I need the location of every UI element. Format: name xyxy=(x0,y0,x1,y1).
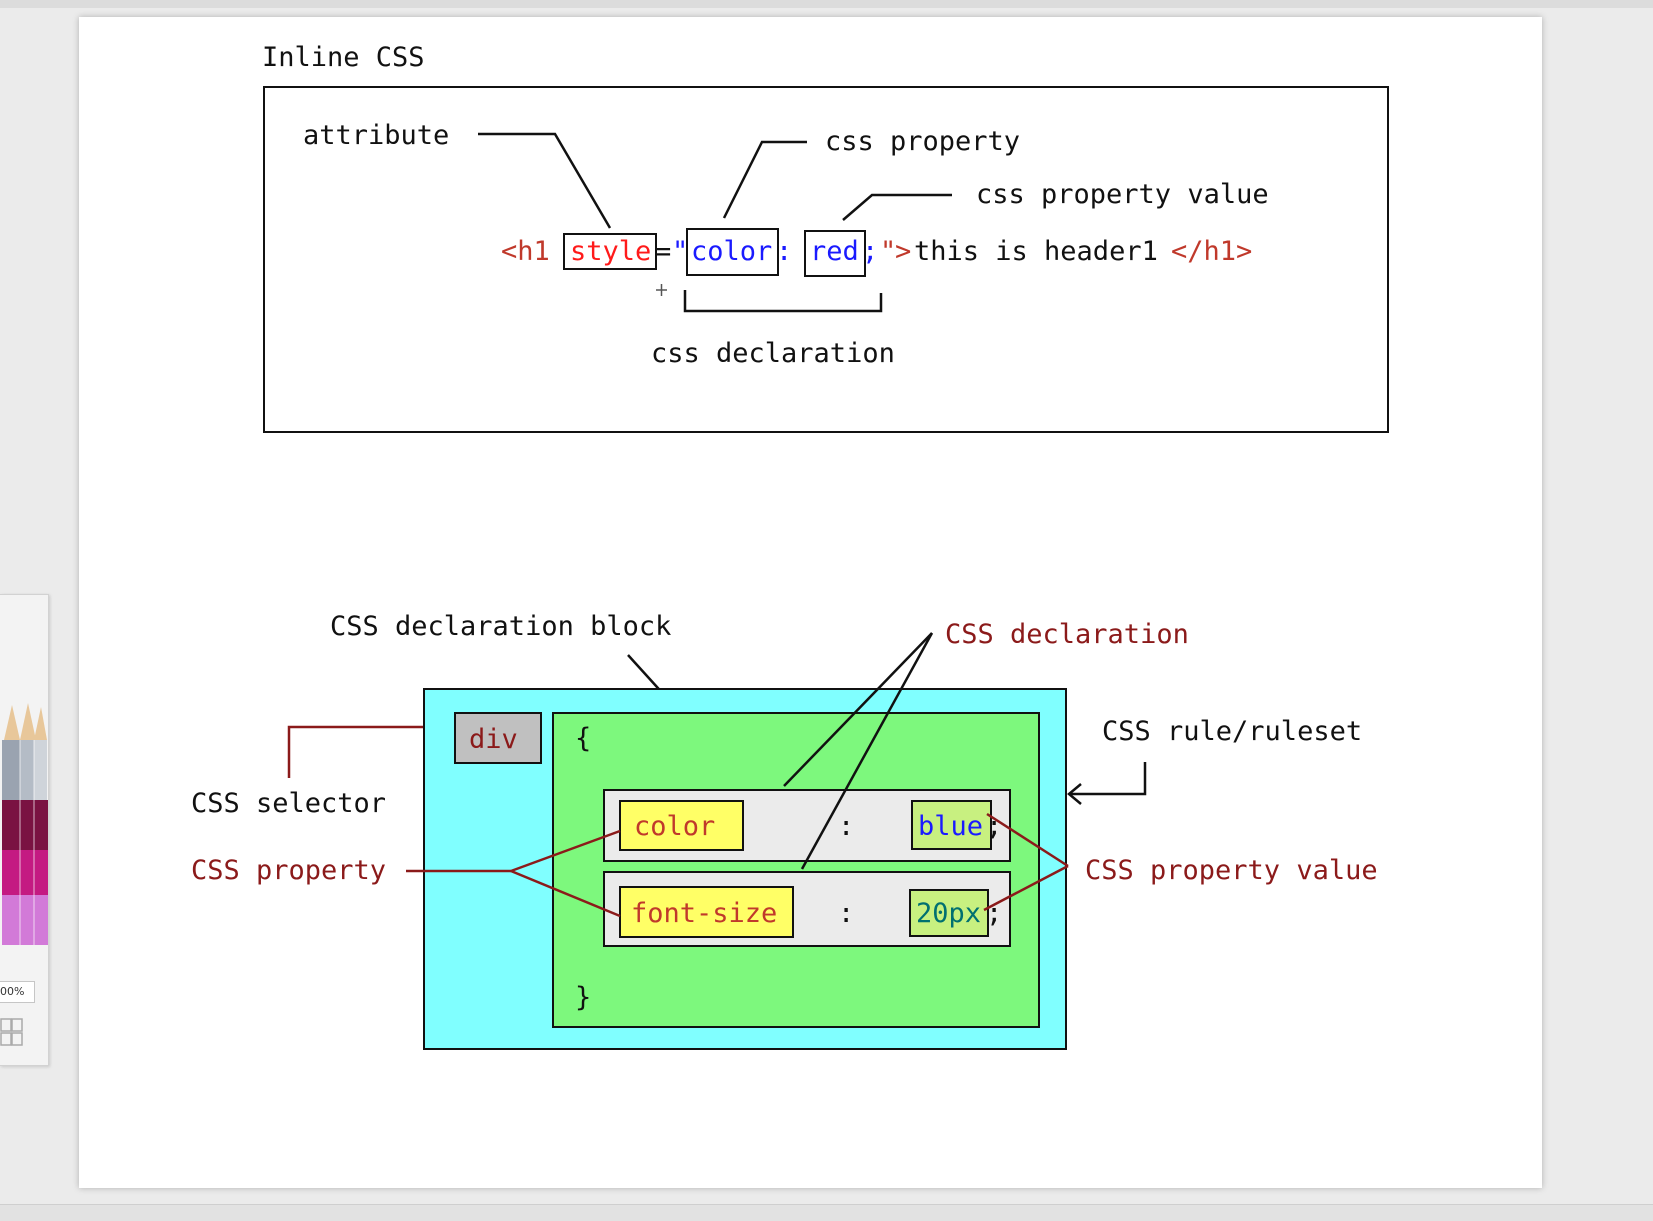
code-close-quote: " xyxy=(880,236,896,267)
label-css-declaration: CSS declaration xyxy=(945,619,1189,650)
property-text-2: font-size xyxy=(631,898,777,929)
code-quote: " xyxy=(672,236,688,267)
colon-text-1: : xyxy=(838,811,854,842)
css-property-value-pointer xyxy=(842,193,952,221)
property-pointer-1 xyxy=(510,829,621,873)
selector-pointer xyxy=(287,725,452,778)
value-text-1: blue xyxy=(918,811,983,842)
selector-box xyxy=(454,712,542,764)
declaration-block-box xyxy=(552,712,1040,1028)
declaration-pointer-1 xyxy=(783,632,933,787)
declaration-bracket xyxy=(683,290,883,313)
property-box-1 xyxy=(619,800,744,851)
code-open-tag: <h1 xyxy=(501,236,566,267)
label-css-property-value-rule: CSS property value xyxy=(1085,855,1378,886)
label-attribute: attribute xyxy=(303,120,449,151)
label-css-property-value: css property value xyxy=(976,179,1269,210)
prop-highlight-box xyxy=(686,228,779,276)
attr-highlight-box xyxy=(563,233,657,270)
crosshair-cursor-icon xyxy=(656,284,667,296)
code-equals: = xyxy=(655,236,671,267)
label-declaration-block: CSS declaration block xyxy=(330,611,671,642)
code-value: red xyxy=(810,236,859,267)
inline-css-title: Inline CSS xyxy=(262,42,425,73)
code-prop: color xyxy=(691,236,772,267)
attribute-pointer xyxy=(478,132,612,229)
close-brace: } xyxy=(575,982,591,1013)
label-css-rule: CSS rule/ruleset xyxy=(1102,716,1362,747)
inline-code-line: <h1 style="color:red;">this is header1</… xyxy=(501,236,1252,267)
css-property-pointer xyxy=(722,140,807,219)
code-attr: style xyxy=(570,236,651,267)
value-pointer-1 xyxy=(986,812,1069,868)
tool-side-panel: 00% xyxy=(0,594,49,1066)
declaration-pointer-2 xyxy=(800,632,934,870)
window-bottom-bar xyxy=(0,1204,1653,1221)
window-top-bar xyxy=(0,0,1653,8)
value-box-2 xyxy=(909,889,989,937)
colon-text-2: : xyxy=(838,898,854,929)
grid-view-icon[interactable] xyxy=(0,1017,24,1049)
property-pointer-2 xyxy=(510,869,621,918)
code-colon: : xyxy=(776,236,792,267)
pencils-icon xyxy=(0,703,48,955)
property-box-2 xyxy=(619,886,794,938)
inline-css-frame xyxy=(263,86,1389,433)
zoom-level-field[interactable]: 00% xyxy=(0,981,35,1003)
label-css-selector: CSS selector xyxy=(191,788,386,819)
semicolon-text-1: ; xyxy=(986,811,1002,842)
value-text-2: 20px xyxy=(916,898,981,929)
value-pointer-2 xyxy=(983,864,1069,912)
label-css-property: css property xyxy=(825,126,1020,157)
code-semicolon: ; xyxy=(862,236,878,267)
code-close-tag: </h1> xyxy=(1171,236,1252,267)
label-css-declaration-inline: css declaration xyxy=(651,338,895,369)
value-box-1 xyxy=(911,800,992,850)
value-highlight-box xyxy=(804,230,866,277)
label-css-property: CSS property xyxy=(191,855,386,886)
selector-text: div xyxy=(469,724,518,755)
property-text-1: color xyxy=(634,811,715,842)
code-content: this is header1 xyxy=(914,236,1158,267)
rule-arrowhead xyxy=(1067,783,1082,805)
open-brace: { xyxy=(575,723,591,754)
rule-pointer xyxy=(1069,762,1147,796)
code-gt: > xyxy=(895,236,911,267)
